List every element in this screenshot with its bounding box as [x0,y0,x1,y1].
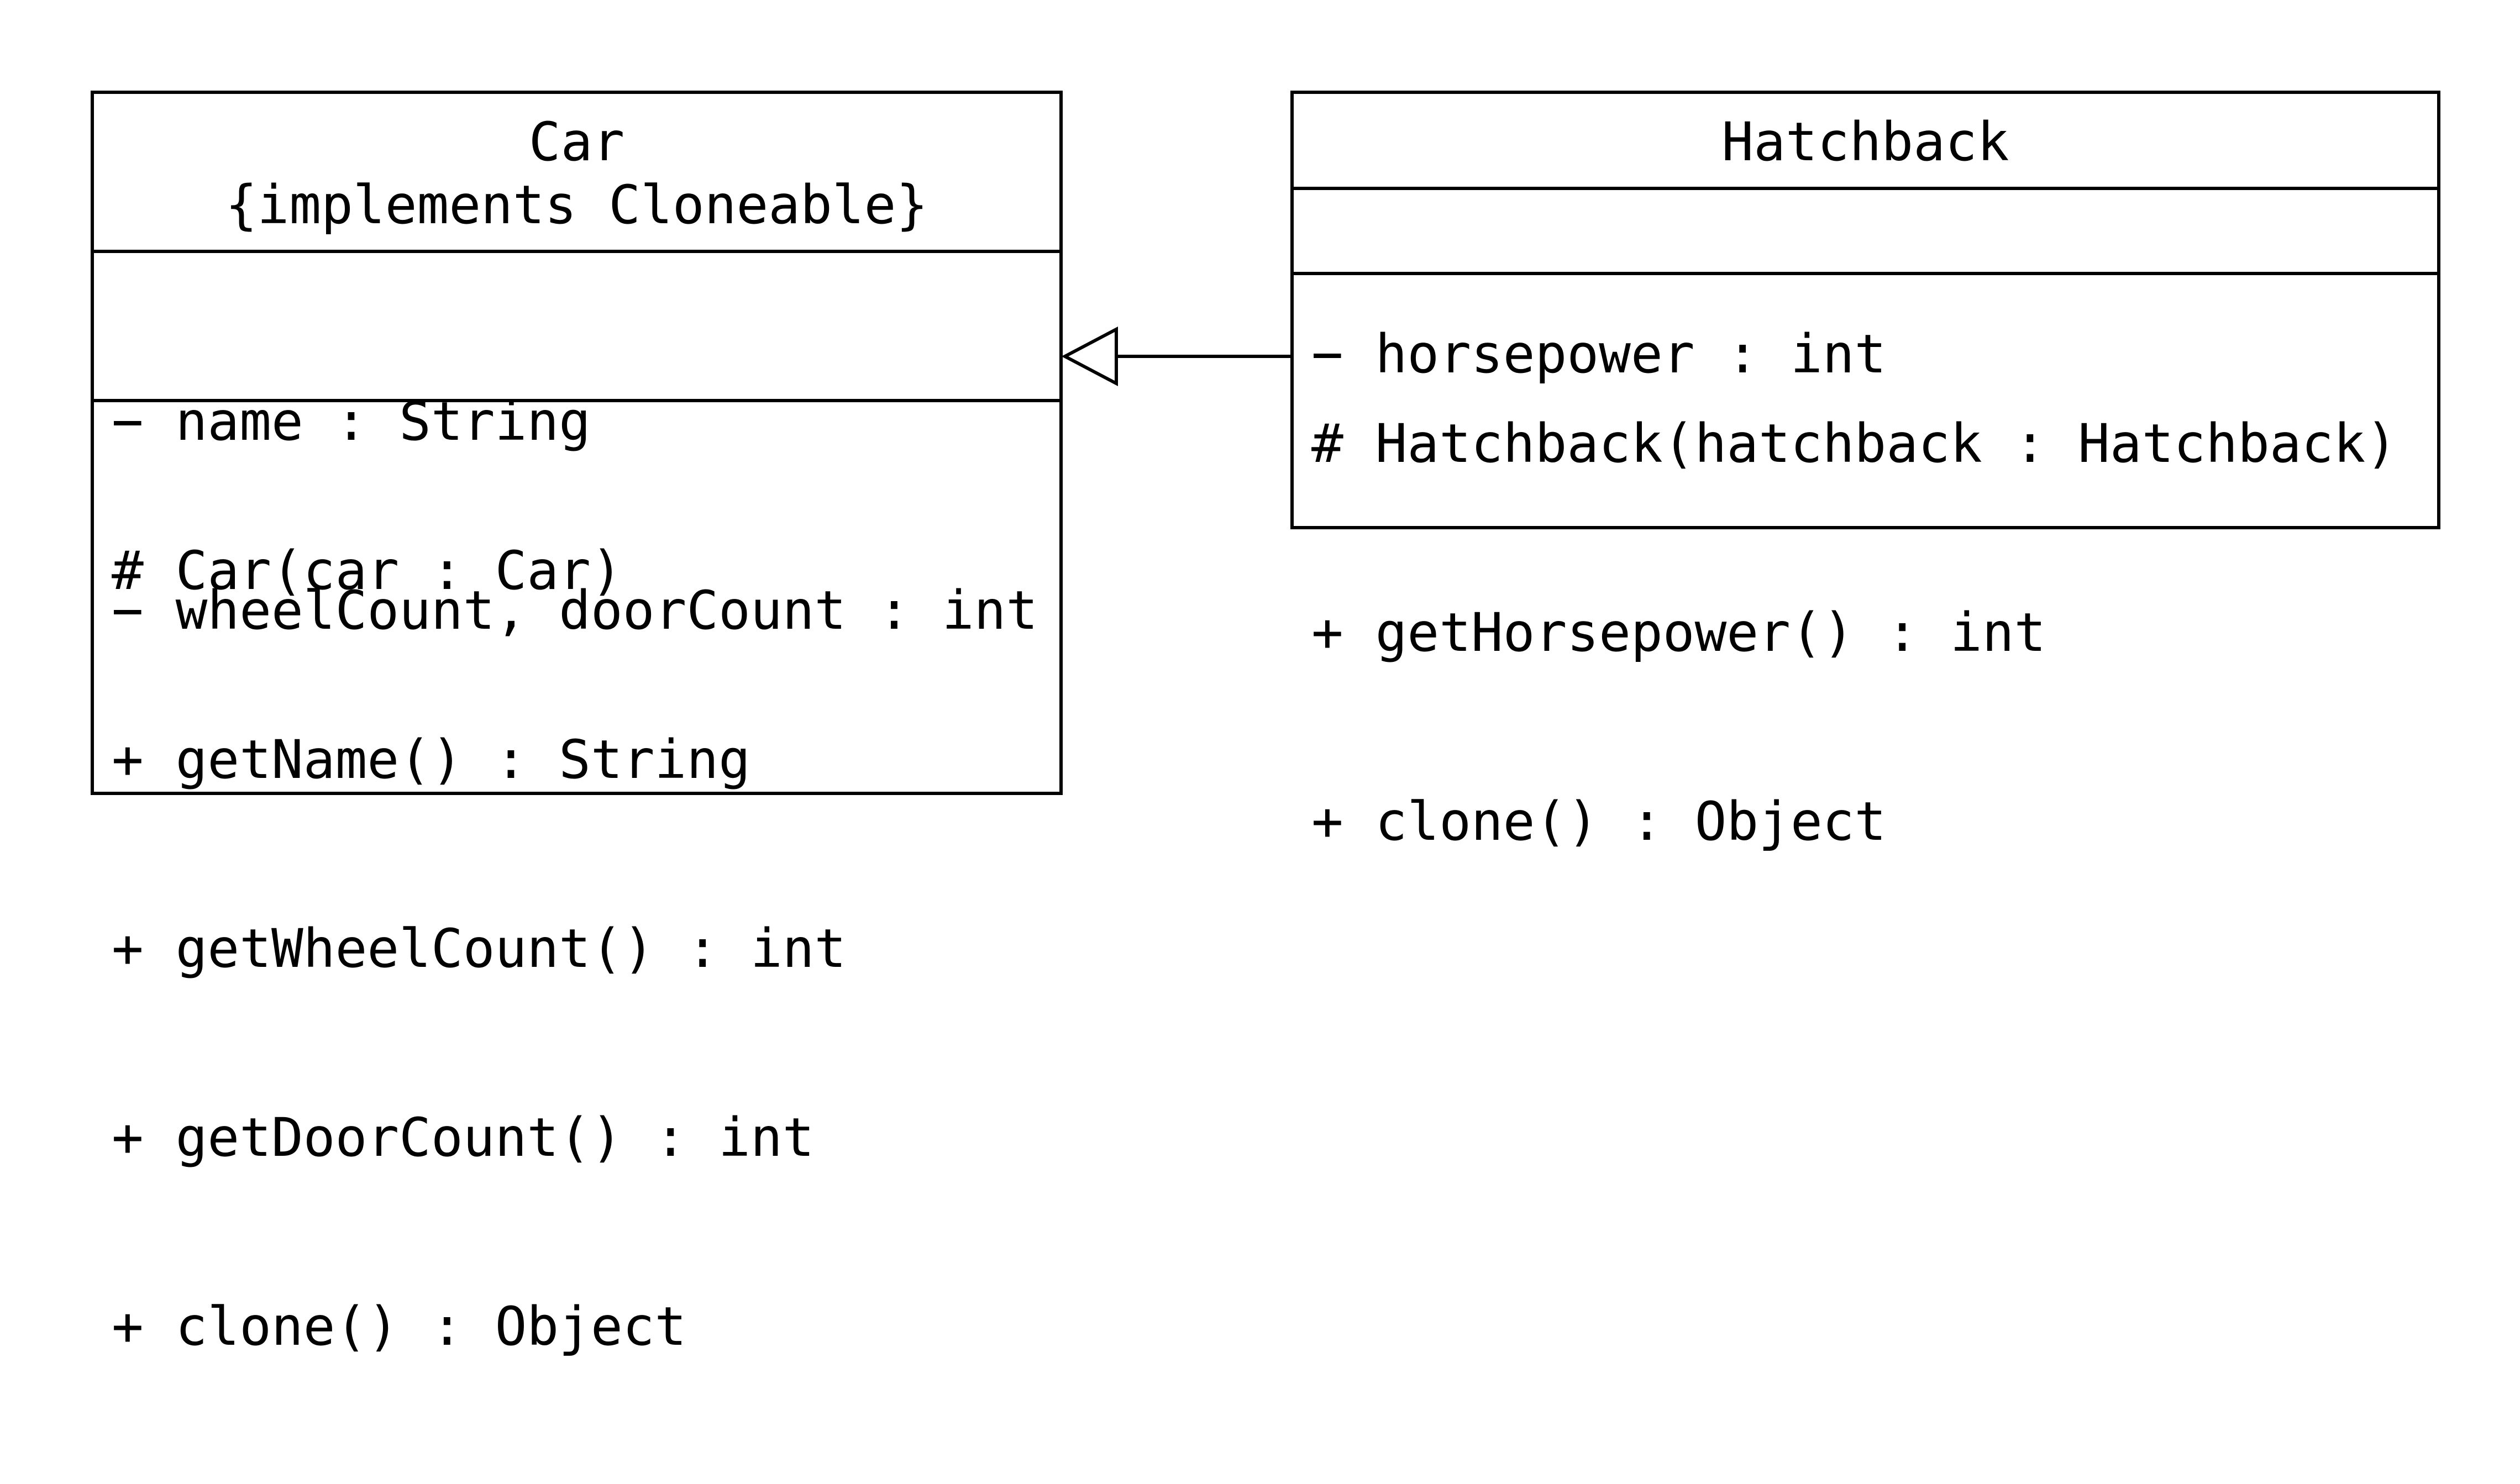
hatchback-operation: + getHorsepower() : int [1311,602,2046,664]
car-operation: # Car(car : Car) [112,540,623,602]
car-class-name: Car [528,111,625,173]
hatchback-operation: + clone() : Object [1311,791,1887,852]
car-attributes-section: − name : String − wheelCount, doorCount … [94,253,1059,641]
generalization-arrowhead-icon [1061,327,1118,386]
car-attribute: − name : String [112,391,591,452]
hatchback-class-name: Hatchback [1721,111,2009,173]
car-operations-section: # Car(car : Car) + getName() : String + … [94,402,1059,1484]
car-class-box: Car {implements Cloneable} − name : Stri… [91,91,1063,1357]
car-operation: + getWheelCount() : int [112,918,847,980]
car-operation: + clone() : Object [112,1296,687,1357]
car-attribute: − wheelCount, doorCount : int [112,580,1038,641]
hatchback-class-header: Hatchback [1294,94,2437,190]
car-operation: + getDoorCount() : int [112,1107,815,1169]
hatchback-operation: # Hatchback(hatchback : Hatchback) [1311,413,2398,475]
car-class-header: Car {implements Cloneable} [94,94,1059,253]
hatchback-class-box: Hatchback − horsepower : int # Hatchback… [1290,91,2440,852]
hatchback-operations-section: # Hatchback(hatchback : Hatchback) + get… [1294,275,2437,979]
car-class-stereotype: {implements Cloneable} [225,174,928,236]
hatchback-attributes-section: − horsepower : int [1294,190,2437,385]
car-operation: + getName() : String [112,729,750,791]
hatchback-attribute: − horsepower : int [1311,323,1887,385]
